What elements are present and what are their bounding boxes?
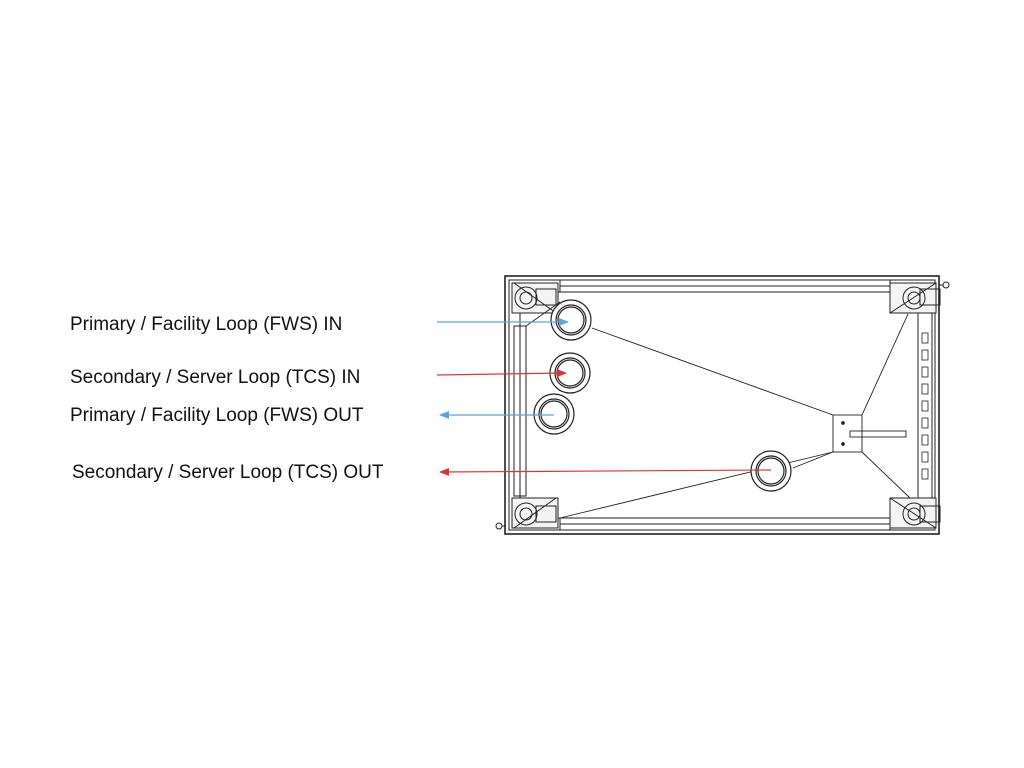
caster-top-left [511,282,559,314]
side-slots [921,332,929,480]
label-tcs-in: Secondary / Server Loop (TCS) IN [70,367,361,388]
label-tcs-out: Secondary / Server Loop (TCS) OUT [72,462,384,483]
label-fws-in: Primary / Facility Loop (FWS) IN [70,314,343,335]
arrow-tcs-out [439,467,772,476]
port-fws-in [550,299,592,341]
corner-bolts [495,281,950,530]
port-tcs-in [549,352,591,394]
caster-bottom-right [889,497,941,529]
arrow-tcs-in [436,369,567,378]
port-tcs-out [750,450,792,492]
caster-top-right [889,282,941,314]
label-fws-out: Primary / Facility Loop (FWS) OUT [70,405,364,426]
port-fws-out [533,393,575,435]
caster-bottom-left [511,497,559,529]
